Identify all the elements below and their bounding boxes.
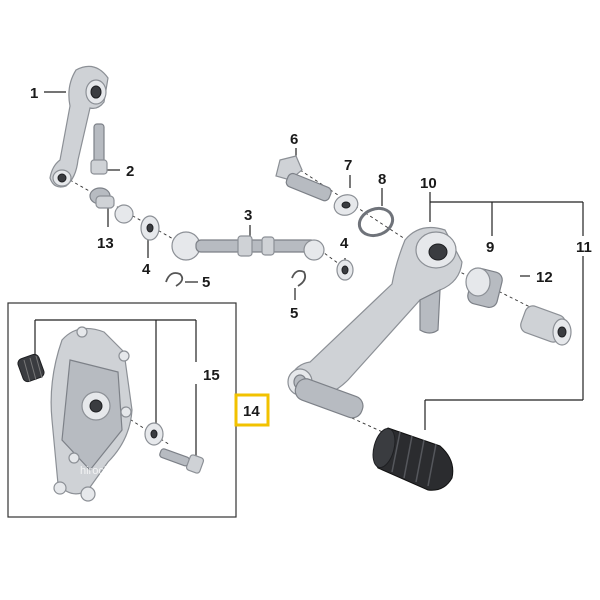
part-6-pivot-bolt	[275, 155, 332, 202]
part-1-link-arm	[49, 65, 109, 188]
part-15-housing-assembly	[50, 326, 133, 502]
callout-1: 1	[30, 85, 38, 102]
callout-4-left: 4	[142, 261, 151, 278]
part-13-bushing	[89, 187, 134, 224]
part-5-circlip-left	[165, 272, 184, 287]
part-15-bolt	[159, 448, 205, 474]
callout-9: 9	[486, 239, 494, 256]
part-10-shift-lever	[287, 227, 463, 419]
part-4-washer-left	[140, 215, 160, 241]
callout-6: 6	[290, 131, 298, 148]
callout-12: 12	[536, 269, 553, 286]
part-9-bushing	[465, 267, 503, 308]
part-11-rubber-peg	[372, 427, 454, 491]
part-4-washer-right	[336, 259, 354, 281]
callout-11: 11	[576, 239, 592, 256]
callout-2: 2	[126, 163, 134, 180]
callout-10: 10	[420, 175, 437, 192]
part-7-washer	[333, 194, 359, 216]
part-8-ring	[357, 206, 395, 238]
callout-5-left: 5	[202, 274, 210, 291]
callout-15: 15	[203, 367, 220, 384]
callout-14: 14	[243, 403, 260, 420]
callout-3: 3	[244, 207, 252, 224]
callout-14-highlight	[234, 393, 270, 427]
part-5-circlip-right	[291, 269, 307, 287]
callout-5-right: 5	[290, 305, 298, 322]
part-2-bolt	[90, 123, 108, 175]
part-15-knurled-nut	[17, 353, 45, 383]
callout-13: 13	[97, 235, 114, 252]
callout-8: 8	[378, 171, 386, 188]
callout-7: 7	[344, 157, 352, 174]
callout-4-right: 4	[340, 235, 349, 252]
part-12-sleeve	[520, 305, 572, 346]
watermark-text: hirochi	[80, 465, 112, 477]
part-3-shift-rod	[171, 231, 325, 261]
callout-labels: 1 2 3 4 4 5 5 6 7 8 9 10 11 12 13 14 15	[30, 85, 592, 420]
part-15-washer	[144, 422, 164, 446]
